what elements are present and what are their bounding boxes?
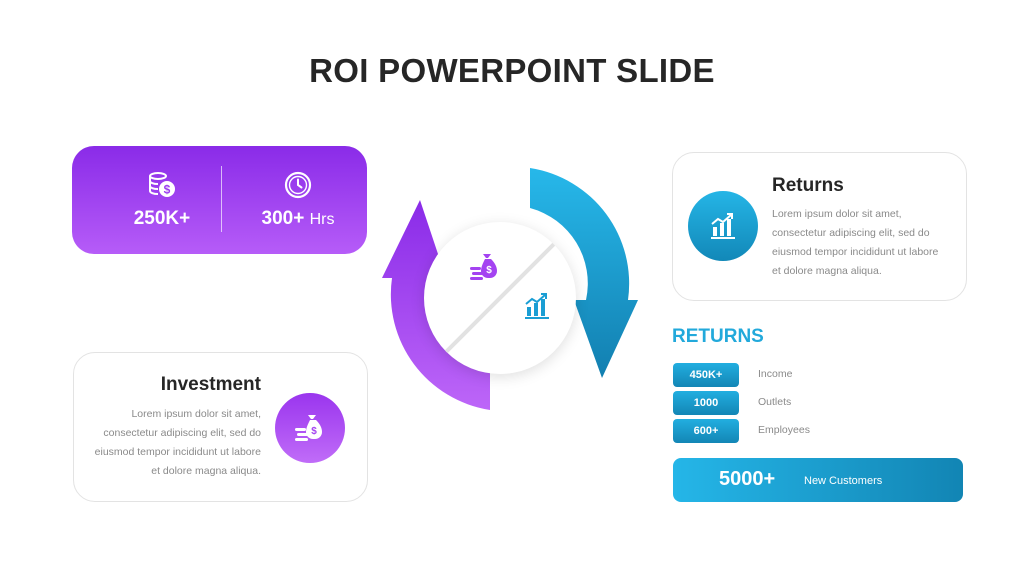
money-bag-icon: $ — [470, 254, 497, 280]
returns-badge: 450K+ — [673, 363, 739, 387]
investment-icon-circle: $ — [275, 393, 345, 463]
investment-stats-panel: $ 250K+ 300+ Hrs — [72, 146, 367, 254]
stat-investment: $ 250K+ — [102, 170, 222, 230]
returns-badge: 1000 — [673, 391, 739, 415]
money-bag-icon: $ — [295, 415, 322, 441]
returns-label: Employees — [758, 424, 810, 436]
stat-time: 300+ Hrs — [238, 170, 358, 230]
growth-chart-icon — [525, 293, 549, 319]
investment-card-body: Lorem ipsum dolor sit amet, consectetur … — [94, 408, 261, 477]
new-customers-label: New Customers — [804, 475, 883, 487]
investment-card: Investment Lorem ipsum dolor sit amet, c… — [73, 352, 368, 502]
stats-divider — [221, 166, 222, 232]
investment-value: 250K+ — [133, 208, 191, 229]
growth-chart-icon — [711, 213, 735, 239]
returns-icon-circle — [688, 191, 758, 261]
new-customers-banner: 5000+ New Customers — [673, 458, 963, 502]
returns-row-income: 450K+ Income — [673, 363, 873, 387]
cycle-center: $ — [424, 222, 576, 374]
returns-heading: RETURNS — [672, 326, 764, 347]
new-customers-value: 5000+ — [719, 468, 776, 490]
time-number: 300+ — [261, 208, 305, 229]
returns-label: Outlets — [758, 396, 792, 408]
returns-cycle-arrow — [530, 168, 638, 378]
returns-badge: 600+ — [673, 419, 739, 443]
returns-row-outlets: 1000 Outlets — [673, 391, 873, 415]
time-value: 300+ Hrs — [238, 208, 358, 230]
clock-icon — [284, 171, 312, 199]
returns-card-title: Returns — [772, 175, 844, 196]
svg-text:$: $ — [311, 426, 317, 437]
slide-title: ROI POWERPOINT SLIDE — [309, 52, 715, 89]
investment-card-title: Investment — [160, 374, 261, 395]
returns-row-employees: 600+ Employees — [673, 419, 873, 443]
returns-card-body: Lorem ipsum dolor sit amet, consectetur … — [772, 208, 939, 277]
coins-dollar-icon: $ — [149, 172, 175, 197]
returns-label: Income — [758, 368, 793, 380]
time-unit: Hrs — [309, 211, 335, 228]
returns-card: Returns Lorem ipsum dolor sit amet, cons… — [672, 152, 967, 301]
svg-text:$: $ — [164, 183, 171, 197]
svg-text:$: $ — [486, 265, 492, 276]
